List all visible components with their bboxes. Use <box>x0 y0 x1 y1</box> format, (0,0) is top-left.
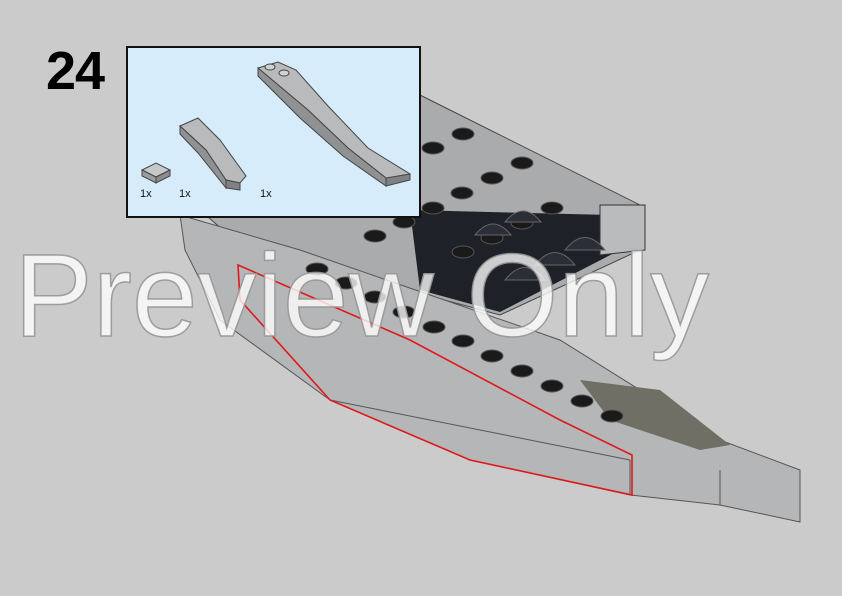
qty-label-plate: 1x <box>140 188 152 200</box>
new-part-highlight <box>237 263 633 496</box>
parts-list-box: 1x 1x 1x <box>126 46 421 218</box>
step-number: 24 <box>46 41 105 101</box>
short-curved-slope-part <box>179 117 247 191</box>
parts-list-art <box>140 61 412 191</box>
plate-1x1-part <box>140 162 172 184</box>
long-curved-slope-part <box>256 61 412 187</box>
model-dark-bay <box>410 210 620 312</box>
qty-label-long-slope: 1x <box>260 188 272 200</box>
model-end-block <box>599 204 646 256</box>
preview-watermark: Preview Only <box>13 229 710 363</box>
qty-label-short-slope: 1x <box>179 188 191 200</box>
model-studs <box>305 127 624 423</box>
model-arches <box>473 210 607 281</box>
model-tail-shade <box>580 380 730 450</box>
